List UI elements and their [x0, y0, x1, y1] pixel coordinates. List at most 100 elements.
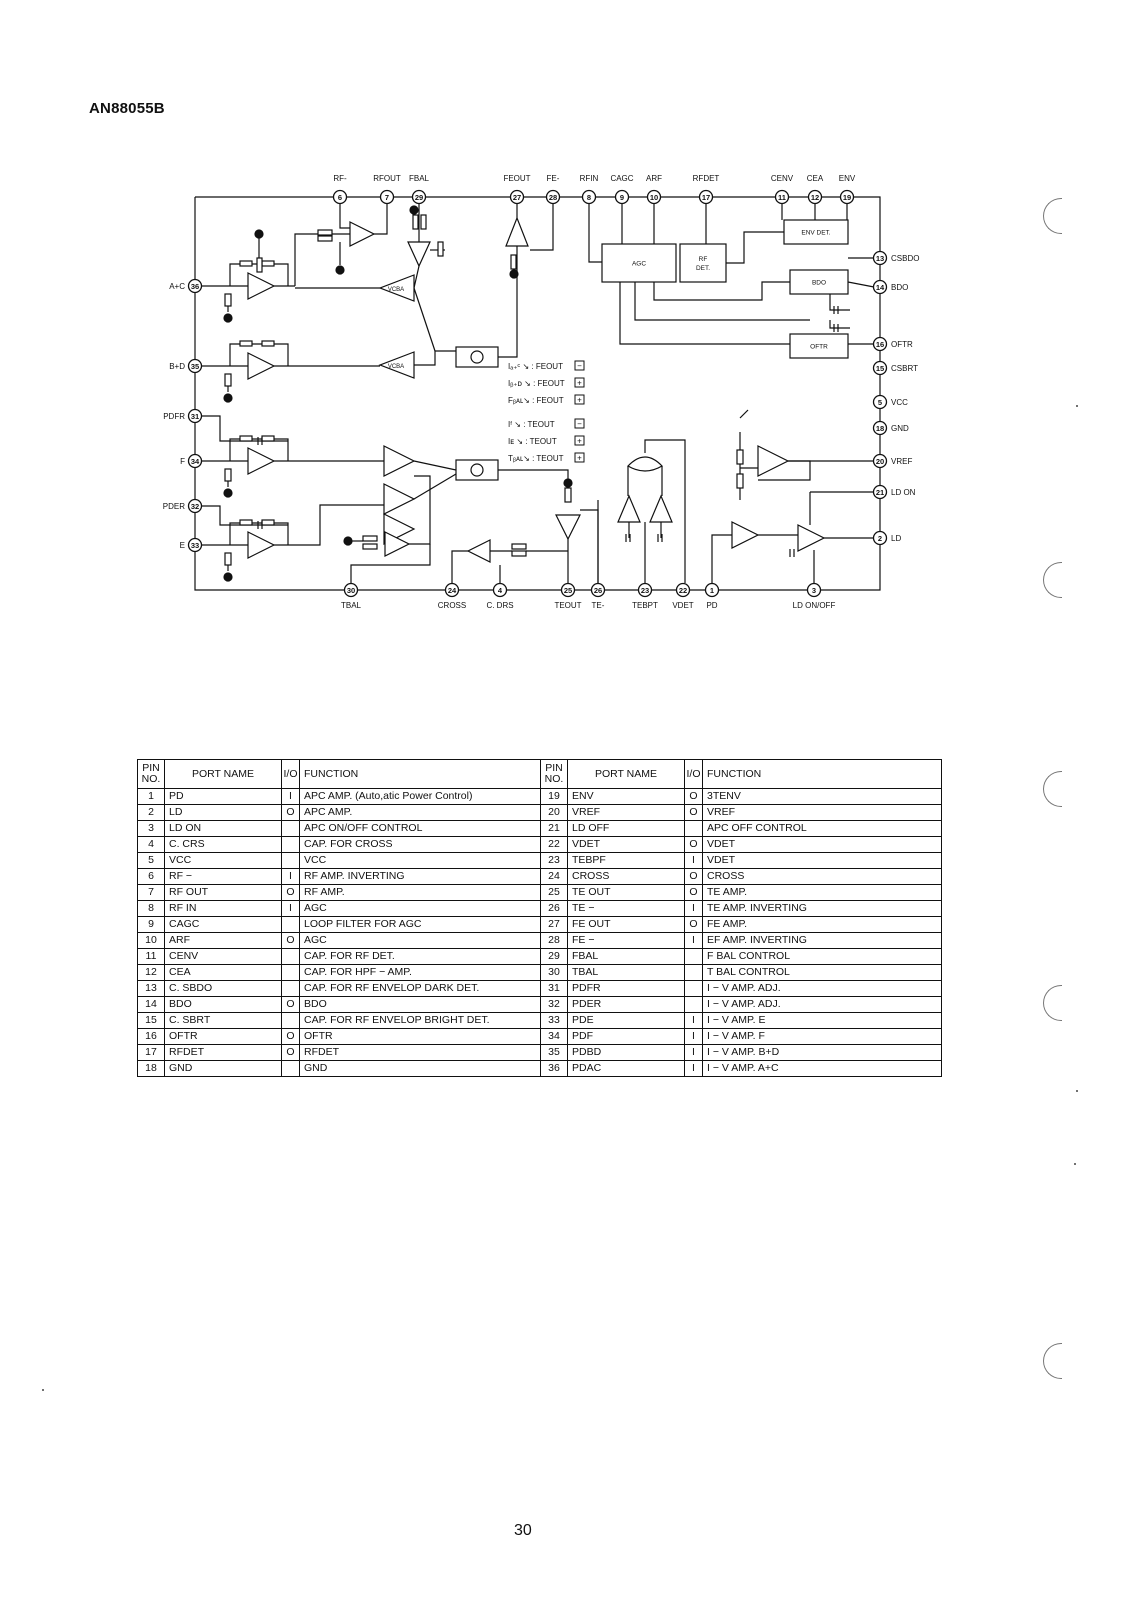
note-sign: −: [577, 420, 582, 429]
top-pin: 19: [839, 189, 855, 205]
pin-number-cell: 6: [137, 868, 165, 885]
function-cell: APC AMP.: [299, 804, 541, 821]
io-cell: O: [684, 788, 703, 805]
pin-circle: [379, 189, 395, 205]
top-pin: 17: [698, 189, 714, 205]
pin-number: 2: [878, 534, 882, 543]
io-cell: I: [684, 1028, 703, 1045]
pin-number: 18: [876, 424, 884, 433]
port-name-cell: PD: [164, 788, 282, 805]
resistor: [511, 550, 527, 557]
function-cell: F BAL CONTROL: [702, 948, 942, 965]
wire: [619, 282, 790, 345]
note-sign-box: [574, 435, 585, 446]
feedback-resistor: [239, 519, 253, 526]
top-pin-label: ARF: [646, 174, 662, 183]
bottom-pin-label: TEBPT: [632, 601, 658, 610]
pin-number: 19: [843, 193, 851, 202]
diagram-note: Iₐ₊ᶜ ↘ : FEOUT: [508, 362, 563, 371]
fbal-amp: [407, 241, 431, 268]
port-name-cell: ENV: [567, 788, 685, 805]
agc-input: [588, 204, 602, 263]
pin-circle: [872, 336, 888, 352]
header-port-name: PORT NAME: [164, 759, 282, 789]
pin-circle: [614, 189, 630, 205]
port-name-cell: PDAC: [567, 1060, 685, 1077]
pin-number: 6: [338, 193, 342, 202]
iv-amp: [247, 447, 276, 475]
bottom-pin: 24: [444, 582, 460, 598]
io-cell: I: [684, 1012, 703, 1029]
header-port-name-2: PORT NAME: [567, 759, 685, 789]
pin-number: 35: [191, 362, 199, 371]
resistor: [736, 449, 744, 465]
bias-resistor: [224, 373, 232, 387]
io-cell: I: [684, 1044, 703, 1061]
pin-circle: [807, 189, 823, 205]
pin-circle: [872, 453, 888, 469]
vdet-amp: [649, 494, 673, 523]
io-cell: O: [684, 868, 703, 885]
port-name-cell: CEA: [164, 964, 282, 981]
pin-circle: [872, 420, 888, 436]
port-name-cell: GND: [164, 1060, 282, 1077]
io-cell: O: [281, 1044, 300, 1061]
bottom-pin-label: TE-: [592, 601, 605, 610]
bottom-pin: 1: [704, 582, 720, 598]
apc-amp: [731, 521, 760, 549]
pin-circle: [872, 394, 888, 410]
page-number: 30: [514, 1522, 532, 1539]
pin-number-cell: 4: [137, 836, 165, 853]
pin-number-cell: 14: [137, 996, 165, 1013]
note-sign: +: [577, 379, 582, 388]
pin-number: 13: [876, 254, 884, 263]
function-cell: CAP. FOR HPF − AMP.: [299, 964, 541, 981]
io-cell: [684, 964, 703, 981]
pin-number: 23: [641, 586, 649, 595]
port-name-cell: LD: [164, 804, 282, 821]
pin-number: 11: [778, 193, 786, 202]
bottom-pin: 26: [590, 582, 606, 598]
io-cell: [684, 980, 703, 997]
top-pin-label: RF-: [333, 174, 347, 183]
ground-terminal: [343, 536, 353, 546]
resistor: [362, 543, 378, 550]
io-cell: [684, 820, 703, 837]
pin-number: 36: [191, 282, 199, 291]
resistor: [317, 229, 333, 236]
right-pin: 21: [872, 484, 888, 500]
bottom-pin: 30: [343, 582, 359, 598]
wire: [530, 204, 554, 251]
pin-number-cell: 16: [137, 1028, 165, 1045]
iv-amp: [247, 531, 276, 559]
wire: [414, 350, 456, 366]
top-pin: 28: [545, 189, 561, 205]
top-pin: 12: [807, 189, 823, 205]
right-pin-label: LD ON: [891, 488, 916, 497]
resistor: [317, 235, 333, 242]
function-cell: APC OFF CONTROL: [702, 820, 942, 837]
fe-amp: [505, 216, 529, 247]
pin-circle: [698, 189, 714, 205]
bottom-pin: 4: [492, 582, 508, 598]
wire: [634, 282, 810, 321]
function-cell: OFTR: [299, 1028, 541, 1045]
pin-number-cell: 8: [137, 900, 165, 917]
function-cell: I − V AMP. ADJ.: [702, 980, 942, 997]
io-cell: [281, 1060, 300, 1077]
pin-number-cell: 24: [540, 868, 568, 885]
note-sign: −: [577, 362, 582, 371]
pin-circle: [637, 582, 653, 598]
port-name-cell: PDF: [567, 1028, 685, 1045]
ld-driver: [797, 524, 826, 552]
pin-number-cell: 25: [540, 884, 568, 901]
function-cell: APC AMP. (Auto,atic Power Control): [299, 788, 541, 805]
function-cell: TE AMP. INVERTING: [702, 900, 942, 917]
function-cell: I − V AMP. ADJ.: [702, 996, 942, 1013]
bdo-block-label: BDO: [812, 280, 826, 287]
pin-number: 15: [876, 364, 884, 373]
bottom-pin-label: LD ON/OFF: [793, 601, 836, 610]
